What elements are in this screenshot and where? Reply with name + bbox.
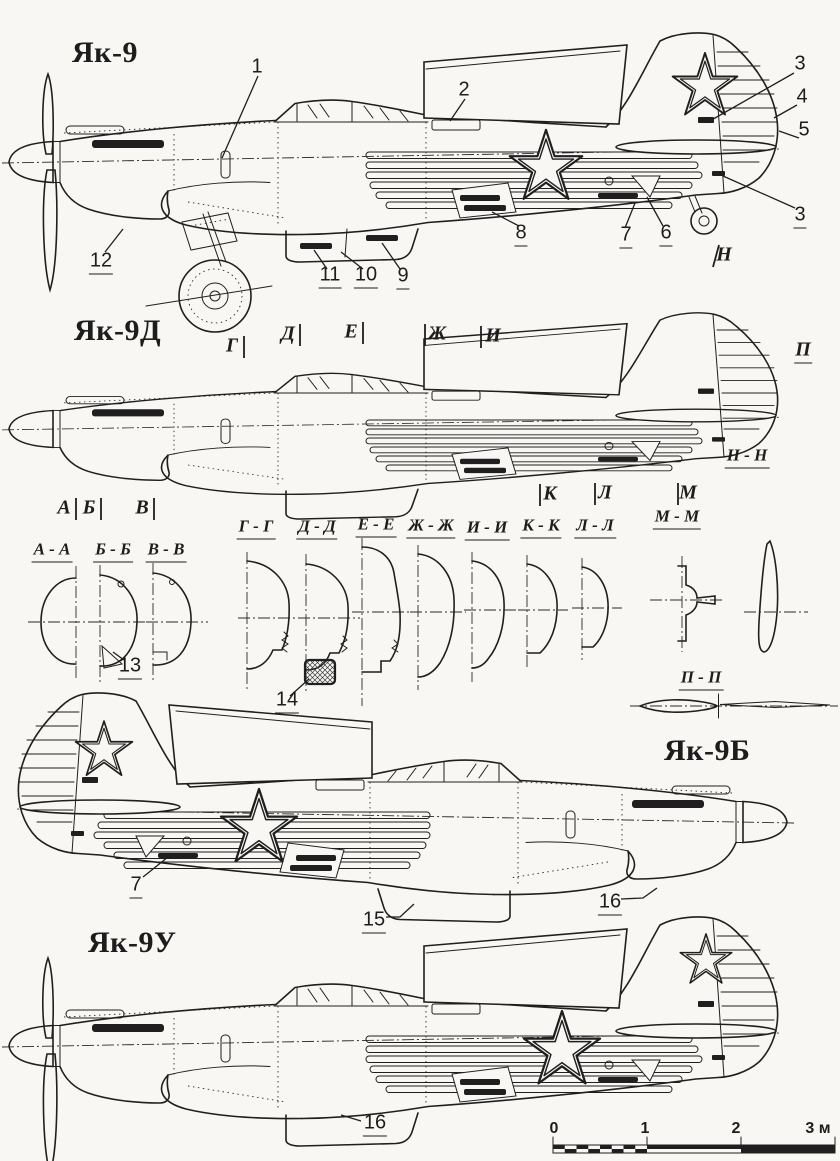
station-ticks <box>75 322 679 520</box>
station-marker-e: Е <box>344 320 358 343</box>
section-label-ee: Е - Е <box>355 515 397 538</box>
station-marker-l: Л <box>598 481 612 504</box>
section-bb <box>93 565 152 684</box>
section-label-kk: К - К <box>520 516 562 539</box>
view-title-yak9b: Як-9Б <box>664 734 751 767</box>
scale-bar <box>552 1136 836 1154</box>
callout-1: 1 <box>251 55 263 78</box>
callout-7-yak9b: 7 <box>129 874 143 899</box>
tail-wheel <box>688 195 718 235</box>
station-marker-a: А <box>57 496 71 519</box>
main-landing-gear <box>145 211 273 333</box>
section-dd <box>298 554 360 694</box>
callout-4: 4 <box>796 85 808 108</box>
callout-2: 2 <box>458 78 470 101</box>
section-pp <box>630 693 838 719</box>
station-marker-k: К <box>543 482 557 505</box>
station-marker-i: И <box>485 324 501 347</box>
yak9d-view <box>1 312 781 520</box>
section-zhzh <box>410 545 466 690</box>
section-ll <box>572 558 622 660</box>
section-mm <box>650 556 722 652</box>
callout-5: 5 <box>798 118 810 141</box>
section-label-vv: В - В <box>145 540 187 563</box>
callout-leaders-yak9b <box>142 856 658 918</box>
station-n-tick <box>712 244 720 268</box>
station-marker-g: Г <box>225 334 239 357</box>
station-marker-v: В <box>135 496 149 519</box>
section-vv <box>146 563 208 682</box>
callout-leader-yak9u <box>340 1114 362 1122</box>
section-callout-leaders <box>112 651 310 697</box>
callout-6: 6 <box>659 222 673 247</box>
section-label-aa: А - А <box>31 540 73 563</box>
callout-14: 14 <box>274 689 300 714</box>
section-gg <box>238 552 302 690</box>
callout-leaders-yak9 <box>104 72 800 270</box>
yak9b-view <box>15 692 795 923</box>
section-aa <box>28 566 98 680</box>
cross-sections <box>28 538 838 719</box>
section-label-ll: Л - Л <box>574 516 616 539</box>
view-title-yak9d: Як-9Д <box>74 314 162 347</box>
view-title-yak9u: Як-9У <box>88 926 177 959</box>
section-nn <box>744 539 808 653</box>
station-marker-b: Б <box>82 496 96 519</box>
section-ii <box>464 552 516 682</box>
callout-15: 15 <box>361 909 387 934</box>
section-label-zhzh: Ж - Ж <box>406 516 456 539</box>
scale-tick-0: 0 <box>549 1120 559 1137</box>
scale-tick-1: 1 <box>640 1120 650 1137</box>
callout-7: 7 <box>619 224 633 249</box>
section-label-pp: П - П <box>678 668 724 691</box>
callout-3-bottom: 3 <box>793 204 807 229</box>
scale-tick-2: 2 <box>731 1120 741 1137</box>
scale-tick-3m: 3 м <box>805 1120 831 1137</box>
section-label-mm: М - М <box>652 507 702 530</box>
callout-9: 9 <box>396 265 410 290</box>
station-marker-m: М <box>679 481 697 504</box>
yak9u-view <box>1 916 781 1161</box>
section-label-nn: Н - Н <box>724 446 770 469</box>
callout-13: 13 <box>117 655 143 680</box>
section-label-ii: И - И <box>464 518 510 541</box>
callout-16-yak9u: 16 <box>362 1112 388 1137</box>
station-marker-zh: Ж <box>427 322 447 345</box>
callout-3-top: 3 <box>794 52 806 75</box>
section-label-gg: Г - Г <box>236 517 276 540</box>
callout-16-yak9b: 16 <box>597 891 623 916</box>
callout-12: 12 <box>88 250 114 275</box>
callout-10: 10 <box>353 264 379 289</box>
callout-8: 8 <box>514 222 528 247</box>
station-marker-p: П <box>794 339 812 364</box>
yak9-view <box>1 32 800 333</box>
station-marker-n: Н <box>716 243 732 266</box>
section-label-dd: Д - Д <box>296 517 338 540</box>
view-title-yak9: Як-9 <box>72 36 138 69</box>
station-marker-d: Д <box>281 322 295 345</box>
callout-11: 11 <box>318 264 342 289</box>
section-kk <box>518 555 568 668</box>
section-ee <box>352 538 412 706</box>
section-label-bb: Б - Б <box>93 540 133 563</box>
